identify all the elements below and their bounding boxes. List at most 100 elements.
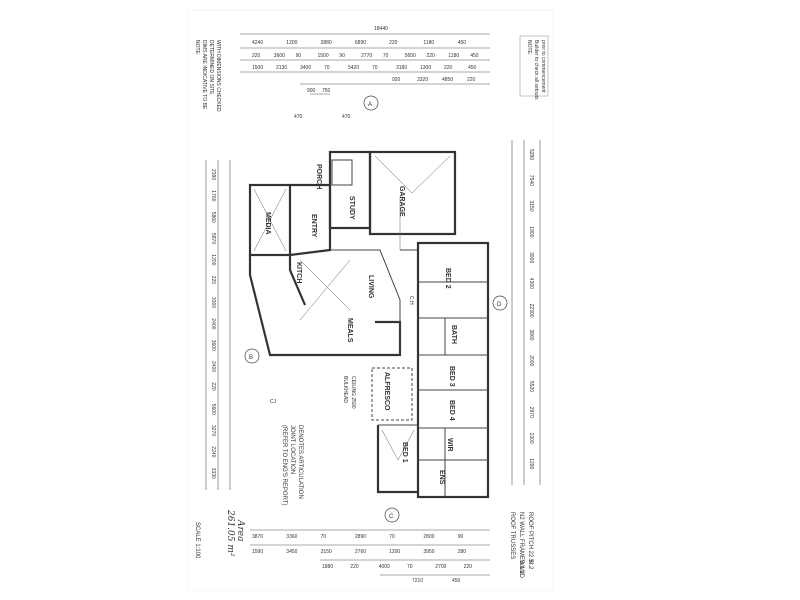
top-dim-r3-7: 1300 [420, 65, 431, 71]
svg-text:A: A [368, 102, 372, 108]
svg-text:Builder to check all setouts: Builder to check all setouts [533, 40, 539, 100]
bot-dim-r2-4: 1200 [389, 549, 400, 555]
dim-sub-1: 470 [294, 114, 303, 120]
room-wir: WIR [446, 438, 453, 452]
right-dim-8: 2000 [528, 355, 534, 366]
right-dimensions: 5280 7540 3150 1800 3900 4300 22300 3860 2000 552… [511, 140, 541, 485]
right-dim-11: 1300 [528, 433, 534, 444]
right-dim-5: 4300 [528, 278, 534, 289]
room-bed2: BED 2 [444, 268, 451, 289]
top-dim-r3-0: 1500 [252, 65, 263, 71]
roof-lines [253, 155, 451, 461]
roof-notes: ROOF PITCH 22.5° N2 WALL FRAMES AND ROOF… [509, 512, 533, 579]
top-dim-r1-6: 450 [458, 40, 467, 46]
scale-label: SCALE 1:100 [194, 522, 200, 559]
top-dim-r1-3: 6890 [355, 40, 366, 46]
right-dim-2: 3150 [528, 201, 534, 212]
top-dim-r1-1: 1200 [286, 40, 297, 46]
bot-dim-r3-0: 1880 [322, 564, 333, 570]
note-top-left: NOTE: DIMS ARE INDICATIVE TO BE DETERMIN… [194, 40, 221, 112]
room-entry: ENTRY [310, 214, 317, 238]
top-dim-r3-5: 70 [372, 65, 378, 71]
left-dim-13: 2240 [210, 446, 216, 457]
top-dim-r3-2: 3400 [300, 65, 311, 71]
top-dim-r4-0: 920 [392, 77, 401, 83]
grid-marker-c: C [384, 507, 400, 523]
bot-dim-r2-0: 1590 [252, 549, 263, 555]
svg-text:NOTE:: NOTE: [194, 40, 200, 55]
svg-text:DIMS ARE INDICATIVE TO BE: DIMS ARE INDICATIVE TO BE [201, 40, 207, 110]
bot-dim-r2-6: 280 [458, 549, 467, 555]
top-dim-r1-5: 1180 [423, 40, 434, 46]
bot-dim-r3-4: 2700 [435, 564, 446, 570]
top-dim-r3-8: 220 [444, 65, 453, 71]
top-dim-r3-6: 3180 [396, 65, 407, 71]
area-annotation: Area 261.05 m² [225, 509, 245, 557]
svg-text:JOINT LOCATION: JOINT LOCATION [289, 425, 295, 474]
left-dimensions: 2390176058605870120022033002400360024002… [205, 160, 231, 490]
legend-articulation: DENOTES ARTICULATION JOINT LOCATION (REF… [270, 399, 303, 506]
bot-dim-r3-5: 220 [464, 564, 473, 570]
right-dim-4: 3900 [528, 252, 534, 263]
right-dim-1: 7540 [528, 175, 534, 186]
svg-text:ROOF TRUSSES: ROOF TRUSSES [509, 512, 515, 559]
top-dim-r4-2: 4850 [442, 77, 453, 83]
top-dim-r2-0: 220 [252, 53, 261, 59]
top-dim-r1-4: 220 [389, 40, 398, 46]
top-dim-r3-1: 2130 [276, 65, 287, 71]
top-dim-r4-1: 3320 [417, 77, 428, 83]
top-dim-r2-4: 90 [339, 53, 345, 59]
svg-text:C: C [389, 514, 394, 520]
right-dim-7: 3860 [528, 329, 534, 340]
legend-symbol: CJ [270, 399, 277, 405]
svg-text:N2 WALL FRAMES AND: N2 WALL FRAMES AND [518, 512, 524, 579]
room-media: MEDIA [264, 212, 271, 235]
top-dim-r4-3: 220 [467, 77, 476, 83]
room-bed3: BED 3 [448, 366, 455, 387]
svg-text:D: D [497, 302, 502, 308]
top-dim-r2-8: 220 [427, 53, 436, 59]
top-dim-r1-0: 4240 [252, 40, 263, 46]
svg-text:N.2: N.2 [527, 560, 533, 570]
top-dim-r3-9: 450 [468, 65, 477, 71]
room-bath: BATH [450, 325, 457, 344]
bot-dim-r1-3: 2890 [355, 534, 366, 540]
left-dim-4: 1200 [210, 254, 216, 265]
right-dim-12: 1290 [528, 458, 534, 469]
left-dim-14: 3330 [210, 468, 216, 479]
bot-dim-r2-3: 2760 [355, 549, 366, 555]
left-dim-9: 2400 [210, 361, 216, 372]
room-garage: GARAGE [398, 186, 405, 217]
top-dim-r5-1: 750 [322, 88, 331, 94]
grid-marker-b: B [244, 348, 260, 364]
left-dim-8: 3600 [210, 340, 216, 351]
svg-text:ROOF PITCH 22.5°: ROOF PITCH 22.5° [527, 512, 533, 565]
svg-text:prior to commencement: prior to commencement [540, 40, 546, 93]
svg-text:261.05 m²: 261.05 m² [225, 509, 235, 557]
dim-overall: 18440 [374, 26, 388, 32]
bot-dim-r1-5: 2800 [423, 534, 434, 540]
right-dim-3: 1800 [528, 226, 534, 237]
top-dim-r5-0: 900 [307, 88, 316, 94]
room-bed1: BED 1 [401, 442, 408, 463]
right-dim-6: 22300 [528, 304, 534, 318]
bot-dim-r4-1: 450 [452, 578, 461, 584]
top-dim-r2-7: 5650 [405, 53, 416, 59]
room-ens: ENS [438, 470, 445, 485]
dim-sub-2: 470 [342, 114, 351, 120]
room-alfresco: ALFRESCO [383, 372, 390, 411]
top-dim-r2-2: 90 [296, 53, 302, 59]
bot-dim-r1-6: 90 [458, 534, 464, 540]
svg-text:WITH DIMENSIONS CHECKED: WITH DIMENSIONS CHECKED [215, 40, 221, 112]
right-dim-0: 5280 [528, 149, 534, 160]
room-meals: MEALS [346, 318, 353, 343]
right-dim-9: 5520 [528, 381, 534, 392]
grid-marker-a: A [363, 95, 379, 111]
paper [187, 9, 554, 591]
bot-dim-r1-1: 3360 [286, 534, 297, 540]
svg-text:NOTE:: NOTE: [526, 40, 532, 55]
left-dim-10: 220 [210, 382, 216, 391]
svg-text:W1.2: W1.2 [518, 560, 524, 575]
room-bed4: BED 4 [448, 400, 455, 421]
